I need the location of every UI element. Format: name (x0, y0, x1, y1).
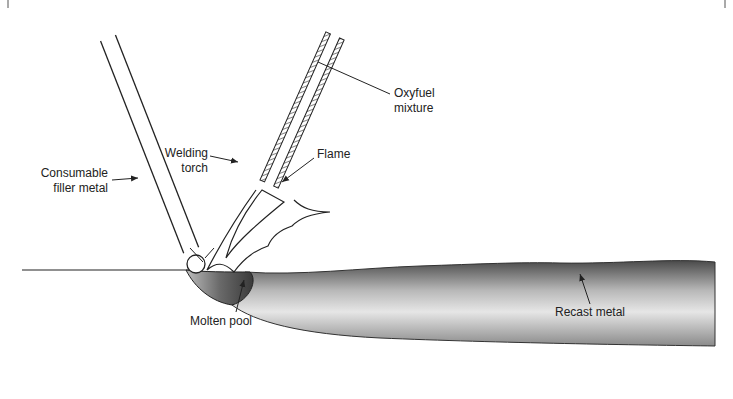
part-label: Welding torch (150, 146, 208, 176)
leader-line (580, 274, 590, 304)
frame-tick (8, 0, 9, 8)
part-label: Molten pool (190, 314, 280, 329)
outer-flame (207, 190, 330, 272)
part-label: Flame (317, 147, 377, 162)
base-surface (22, 269, 190, 270)
part-label: Consumable filler metal (28, 166, 108, 196)
welding-torch (260, 32, 344, 188)
part-label: Oxyfuel mixture (394, 86, 452, 116)
inner-flame-cone (226, 190, 284, 258)
frame-tick (725, 0, 726, 8)
leader-line (210, 156, 238, 162)
leader-line (282, 158, 314, 182)
molten-pool (186, 270, 253, 305)
leader-line (318, 62, 390, 94)
part-label: Recast metal (555, 305, 645, 320)
leader-line (112, 178, 138, 180)
leader-line (236, 280, 244, 312)
filler-rod (101, 35, 199, 253)
recast-metal (232, 261, 715, 346)
flame-tip (190, 248, 214, 262)
filler-droplet (187, 255, 205, 273)
